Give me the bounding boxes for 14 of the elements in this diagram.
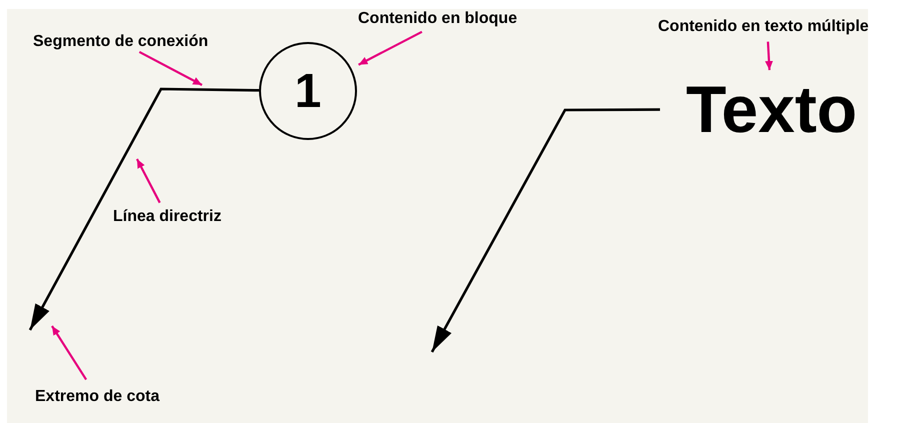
- callout-arrow: [138, 50, 203, 86]
- callout-arrow: [136, 158, 161, 204]
- callout-label: Segmento de conexión: [33, 33, 208, 51]
- leader-line: [28, 88, 260, 331]
- callout-label: Contenido en texto múltiple: [658, 18, 869, 36]
- leader-line: [430, 108, 660, 353]
- callout-label: Extremo de cota: [35, 388, 160, 406]
- callout-arrow: [765, 42, 773, 70]
- callout-arrow: [358, 30, 422, 66]
- leader-text: Texto: [686, 74, 858, 144]
- balloon-circle: 1: [259, 42, 357, 140]
- callout-label: Contenido en bloque: [358, 10, 518, 28]
- callout-label: Línea directriz: [113, 208, 222, 226]
- callout-arrow: [51, 325, 88, 380]
